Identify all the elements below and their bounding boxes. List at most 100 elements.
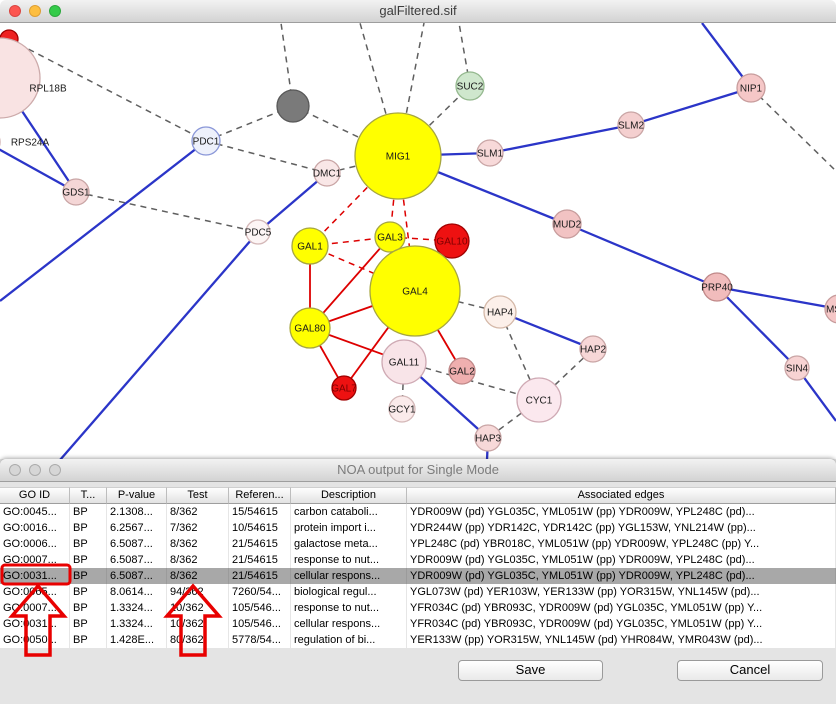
cancel-button[interactable]: Cancel	[677, 660, 823, 681]
graph-edge[interactable]	[8, 38, 207, 142]
column-header[interactable]: Test	[167, 487, 229, 504]
table-cell[interactable]: 6.5087...	[107, 568, 167, 584]
table-cell[interactable]: 21/54615	[229, 536, 291, 552]
table-cell[interactable]: 21/54615	[229, 568, 291, 584]
table-cell[interactable]: 6.5087...	[107, 536, 167, 552]
table-cell[interactable]: 94/362	[167, 584, 229, 600]
node-gal3[interactable]	[374, 221, 406, 253]
table-cell[interactable]: BP	[70, 504, 107, 520]
table-cell[interactable]: YGL073W (pd) YER103W, YER133W (pp) YOR31…	[407, 584, 836, 600]
table-cell[interactable]: GO:0007...	[0, 600, 70, 616]
node-gal2[interactable]	[448, 357, 476, 385]
column-header[interactable]: Referen...	[229, 487, 291, 504]
table-cell[interactable]: YDR009W (pd) YGL035C, YML051W (pp) YDR00…	[407, 568, 836, 584]
table-cell[interactable]: GO:0007...	[0, 552, 70, 568]
table-cell[interactable]: 7260/54...	[229, 584, 291, 600]
table-cell[interactable]: YDR009W (pd) YGL035C, YML051W (pp) YDR00…	[407, 504, 836, 520]
node-nip1[interactable]	[736, 73, 766, 103]
graph-edge[interactable]	[257, 172, 328, 233]
column-header[interactable]: T...	[70, 487, 107, 504]
table-cell[interactable]: 8/362	[167, 536, 229, 552]
node-slm1[interactable]	[476, 139, 504, 167]
graph-edge[interactable]	[205, 140, 328, 174]
graph-edge[interactable]	[716, 286, 798, 369]
table-cell[interactable]: 5778/54...	[229, 632, 291, 648]
table-cell[interactable]: BP	[70, 632, 107, 648]
node-suc2[interactable]	[455, 71, 485, 101]
graph-edge[interactable]	[309, 245, 416, 292]
close-button[interactable]	[9, 5, 21, 17]
table-cell[interactable]: GO:0031...	[0, 616, 70, 632]
column-header[interactable]: Associated edges	[407, 487, 836, 504]
table-cell[interactable]: BP	[70, 520, 107, 536]
table-cell[interactable]: YFR034C (pd) YBR093C, YDR009W (pd) YGL03…	[407, 600, 836, 616]
table-cell[interactable]: 8/362	[167, 504, 229, 520]
table-cell[interactable]: 80/362	[167, 632, 229, 648]
graph-edge[interactable]	[59, 231, 259, 459]
graph-edge[interactable]	[403, 361, 540, 401]
node-gal1[interactable]	[291, 227, 329, 265]
table-cell[interactable]: 6.5087...	[107, 552, 167, 568]
node-mig1[interactable]	[354, 112, 442, 200]
table-cell[interactable]: 10/362	[167, 600, 229, 616]
table-cell[interactable]: YFR034C (pd) YBR093C, YDR009W (pd) YGL03…	[407, 616, 836, 632]
graph-edge[interactable]	[750, 87, 836, 172]
table-cell[interactable]: BP	[70, 568, 107, 584]
node-pdc1[interactable]	[191, 126, 221, 156]
window-titlebar[interactable]: galFiltered.sif	[0, 0, 836, 23]
table-cell[interactable]: cellular respons...	[291, 568, 407, 584]
table-cell[interactable]: YDR244W (pp) YDR142C, YDR142C (pp) YGL15…	[407, 520, 836, 536]
table-cell[interactable]: 105/546...	[229, 616, 291, 632]
node-cyc1[interactable]	[516, 377, 562, 423]
table-cell[interactable]: response to nut...	[291, 552, 407, 568]
table-cell[interactable]: 1.428E...	[107, 632, 167, 648]
node-gds1[interactable]	[62, 178, 90, 206]
node-sin4[interactable]	[784, 355, 810, 381]
table-cell[interactable]: GO:0045...	[0, 504, 70, 520]
table-cell[interactable]: biological regul...	[291, 584, 407, 600]
node-hap4[interactable]	[483, 295, 517, 329]
table-cell[interactable]: regulation of bi...	[291, 632, 407, 648]
column-header[interactable]: P-value	[107, 487, 167, 504]
node-dmc1[interactable]	[313, 159, 341, 187]
table-cell[interactable]: 105/546...	[229, 600, 291, 616]
node-gray[interactable]	[276, 89, 310, 123]
table-cell[interactable]: BP	[70, 616, 107, 632]
table-cell[interactable]: 7/362	[167, 520, 229, 536]
table-cell[interactable]: carbon cataboli...	[291, 504, 407, 520]
table-cell[interactable]: 8.0614...	[107, 584, 167, 600]
table-cell[interactable]: 6.2567...	[107, 520, 167, 536]
table-cell[interactable]: YPL248C (pd) YBR018C, YML051W (pp) YDR00…	[407, 536, 836, 552]
table-cell[interactable]: 1.3324...	[107, 616, 167, 632]
graph-edge[interactable]	[0, 142, 77, 194]
column-header[interactable]: Description	[291, 487, 407, 504]
table-cell[interactable]: BP	[70, 584, 107, 600]
table-cell[interactable]: BP	[70, 600, 107, 616]
node-hap3[interactable]	[474, 424, 502, 452]
node-gal11[interactable]	[381, 339, 427, 385]
table-cell[interactable]: 10/362	[167, 616, 229, 632]
node-mud2[interactable]	[552, 209, 582, 239]
node-msl5[interactable]	[824, 294, 836, 324]
node-hap2[interactable]	[579, 335, 607, 363]
graph-edge[interactable]	[75, 191, 259, 233]
graph-edge[interactable]	[566, 222, 718, 289]
table-cell[interactable]: BP	[70, 552, 107, 568]
graph-edge[interactable]	[489, 123, 632, 155]
table-cell[interactable]: GO:0006...	[0, 536, 70, 552]
node-gal10[interactable]	[434, 223, 470, 259]
table-cell[interactable]: 21/54615	[229, 552, 291, 568]
table-cell[interactable]: 15/54615	[229, 504, 291, 520]
close-button[interactable]	[9, 464, 21, 476]
graph-edge[interactable]	[309, 155, 399, 247]
minimize-button[interactable]	[29, 464, 41, 476]
